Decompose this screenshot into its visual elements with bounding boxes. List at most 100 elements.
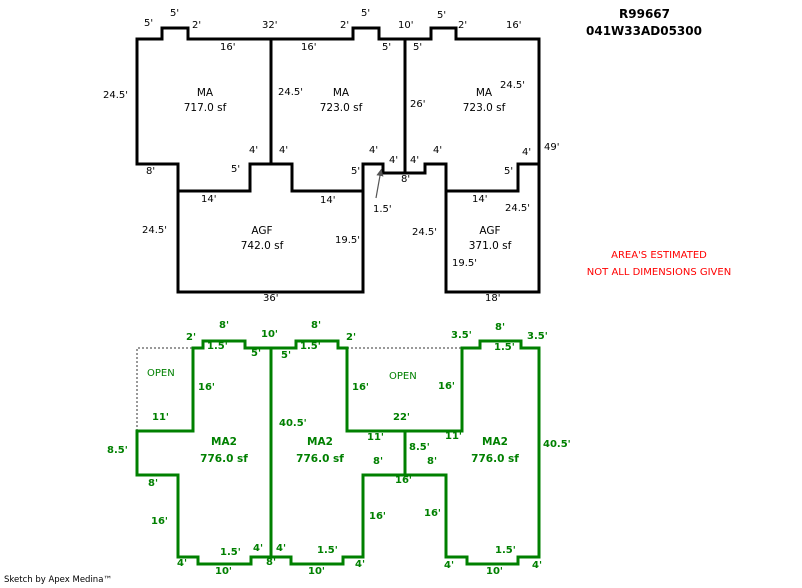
dimension-label: 24.5': [505, 203, 531, 214]
dimension-label: 4': [253, 543, 264, 554]
area-label-ma2-3: MA2 776.0 sf: [471, 434, 519, 468]
dimension-label: 8': [219, 320, 230, 331]
dimension-label: 5': [361, 8, 371, 19]
dimension-label: 4': [279, 145, 289, 156]
dimension-label: 24.5': [142, 225, 168, 236]
area-label-agf-1: AGF 742.0 sf: [241, 224, 284, 254]
dimension-label: 22': [393, 412, 410, 423]
dimension-label: 4': [532, 560, 543, 571]
dimension-label: 4': [389, 155, 399, 166]
dimension-label: 4': [369, 145, 379, 156]
open-boundaries: [136, 347, 462, 431]
dimension-arrow: [375, 168, 384, 199]
dimension-label: 5': [251, 348, 262, 359]
area-label-ma-2: MA 723.0 sf: [320, 86, 363, 116]
dimension-label: 19.5': [335, 235, 361, 246]
dimension-label: 40.5': [543, 439, 571, 450]
dimension-label: 8': [148, 478, 159, 489]
dimension-label: 1.5': [317, 545, 338, 556]
dimension-label: 8': [266, 557, 277, 568]
bottom-sketch-outline: [135, 339, 541, 566]
dimension-label: 1.5': [207, 341, 228, 352]
area-size: 371.0 sf: [468, 240, 512, 252]
dimension-label: 5': [144, 18, 154, 29]
area-code: MA2: [307, 436, 333, 448]
dimension-label: 10': [398, 20, 414, 31]
area-label-ma-3: MA 723.0 sf: [463, 86, 506, 116]
dimension-label: 4': [276, 543, 287, 554]
dimension-label: 2': [192, 20, 202, 31]
dimension-label: 4': [444, 560, 455, 571]
area-code: MA: [332, 87, 350, 99]
dimension-label: 5': [231, 164, 241, 175]
dimension-label: 16': [151, 516, 168, 527]
dimension-label: 5': [437, 10, 447, 21]
dimension-label: 16': [424, 508, 441, 519]
dimension-label: 1.5': [220, 547, 241, 558]
top-sketch-outline: [135, 26, 541, 294]
area-size: 742.0 sf: [240, 240, 284, 252]
open-area-label-1: OPEN: [147, 368, 175, 379]
dimension-label: 14': [201, 194, 217, 205]
dimension-label: 4': [410, 155, 420, 166]
dimension-label: 14': [472, 194, 488, 205]
dimension-label: 4': [522, 147, 532, 158]
dimension-label: 19.5': [452, 258, 478, 269]
dimension-label: 18': [485, 293, 501, 304]
dimension-label: 8': [146, 166, 156, 177]
top-outer-wall: [135, 26, 541, 294]
dimension-label: 14': [320, 195, 336, 206]
sketch-credit: Sketch by Apex Medina™: [4, 575, 112, 585]
dimension-label: 5': [170, 8, 180, 19]
area-code: MA: [475, 87, 493, 99]
dimension-label: 10': [215, 566, 232, 577]
dimension-label: 4': [355, 559, 366, 570]
dimension-label: 49': [544, 142, 560, 153]
dimension-label: 8': [311, 320, 322, 331]
area-code: MA2: [211, 436, 237, 448]
dimension-label: 10': [261, 329, 278, 340]
dimension-label: 5': [351, 166, 361, 177]
dimension-label: 2': [346, 332, 357, 343]
area-label-ma2-1: MA2 776.0 sf: [200, 434, 248, 468]
dimension-label: 36': [263, 293, 279, 304]
map-number: 041W33AD05300: [586, 24, 702, 38]
area-code: MA: [196, 87, 214, 99]
open-boundary-left: [136, 347, 193, 431]
dimension-label: 4': [177, 558, 188, 569]
dimension-label: 8': [373, 456, 384, 467]
area-size: 723.0 sf: [462, 102, 506, 114]
area-label-ma-1: MA 717.0 sf: [184, 86, 227, 116]
dimension-label: 3.5': [527, 331, 548, 342]
area-code: AGF: [479, 225, 501, 237]
area-size: 776.0 sf: [471, 453, 519, 465]
dimension-label: 8': [401, 174, 411, 185]
dimension-label: 1.5': [495, 545, 516, 556]
dimension-label: 16': [506, 20, 522, 31]
notice-line-1: AREA'S ESTIMATED: [611, 250, 707, 261]
notice-line-2: NOT ALL DIMENSIONS GIVEN: [586, 267, 732, 278]
dimension-label: 24.5': [278, 87, 304, 98]
area-size: 776.0 sf: [200, 453, 248, 465]
dimension-label: 1.5': [300, 341, 321, 352]
dimension-label: 2': [186, 332, 197, 343]
area-label-ma2-2: MA2 776.0 sf: [296, 434, 344, 468]
top-agf-left-wall: [178, 162, 363, 193]
dimension-label: 16': [301, 42, 317, 53]
dimension-label: 16': [438, 381, 455, 392]
dimension-label: 11': [445, 431, 462, 442]
dimension-label: 24.5': [412, 227, 438, 238]
area-code: AGF: [251, 225, 273, 237]
dimension-label: 5': [504, 166, 514, 177]
dimension-label: 2': [458, 20, 468, 31]
dimension-label: 32': [262, 20, 278, 31]
dimension-label: 8.5': [409, 442, 430, 453]
dimension-label: 4': [249, 145, 259, 156]
dimension-label: 8': [427, 456, 438, 467]
dimension-label: 8': [495, 322, 506, 333]
dimension-label: 5': [413, 42, 423, 53]
dimension-label: 16': [369, 511, 386, 522]
open-area-label-2: OPEN: [389, 371, 417, 382]
